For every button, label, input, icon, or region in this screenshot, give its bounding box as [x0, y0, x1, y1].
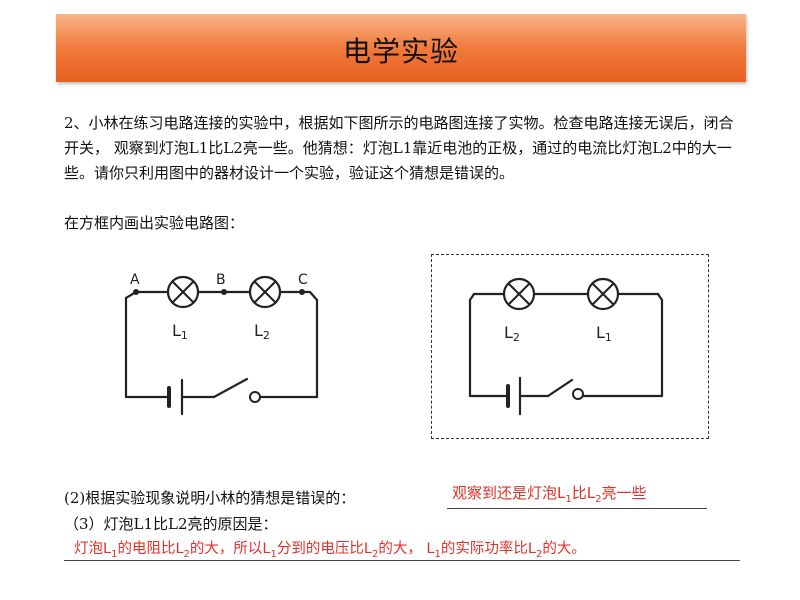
lamp-l1-icon — [166, 275, 200, 309]
answer-circuit-diagram: L2 L1 — [468, 277, 664, 416]
lamp-l2-label: L2 — [254, 321, 270, 342]
q3-prompt: （3）灯泡L1比L2亮的原因是： — [64, 515, 278, 533]
lamp-l1-label: L1 — [596, 323, 612, 344]
q3-answer: 灯泡L1的电阻比L2的大，所以L1分到的电压比L2的大， L1的实际功率比L2的… — [74, 541, 586, 560]
title-banner: 电学实验 — [56, 14, 746, 82]
instruction-text: 在方框内画出实验电路图： — [64, 214, 245, 232]
lamp-l2-icon — [502, 277, 536, 311]
point-b-label: B — [216, 272, 226, 288]
answer-drawing-box — [431, 254, 709, 439]
point-c-label: C — [298, 272, 308, 288]
question-text: 2、小林在练习电路连接的实验中，根据如下图所示的电路图连接了实物。检查电路连接无… — [64, 114, 734, 182]
lamp-l2-label: L2 — [504, 323, 520, 344]
lamp-l1-icon — [586, 277, 620, 311]
q2-answer: 观察到还是灯泡L1比L2亮一些 — [452, 484, 647, 505]
lamp-l1-label: L1 — [172, 321, 188, 342]
point-a-label: A — [130, 272, 140, 288]
page-title: 电学实验 — [342, 35, 459, 68]
q3-answer-line — [64, 560, 740, 561]
original-circuit-diagram: A B C L1 L2 — [124, 272, 319, 416]
q2-answer-line — [447, 508, 707, 509]
q2-prompt: (2)根据实验现象说明小林的猜想是错误的： — [64, 489, 356, 507]
lamp-l2-icon — [248, 275, 282, 309]
